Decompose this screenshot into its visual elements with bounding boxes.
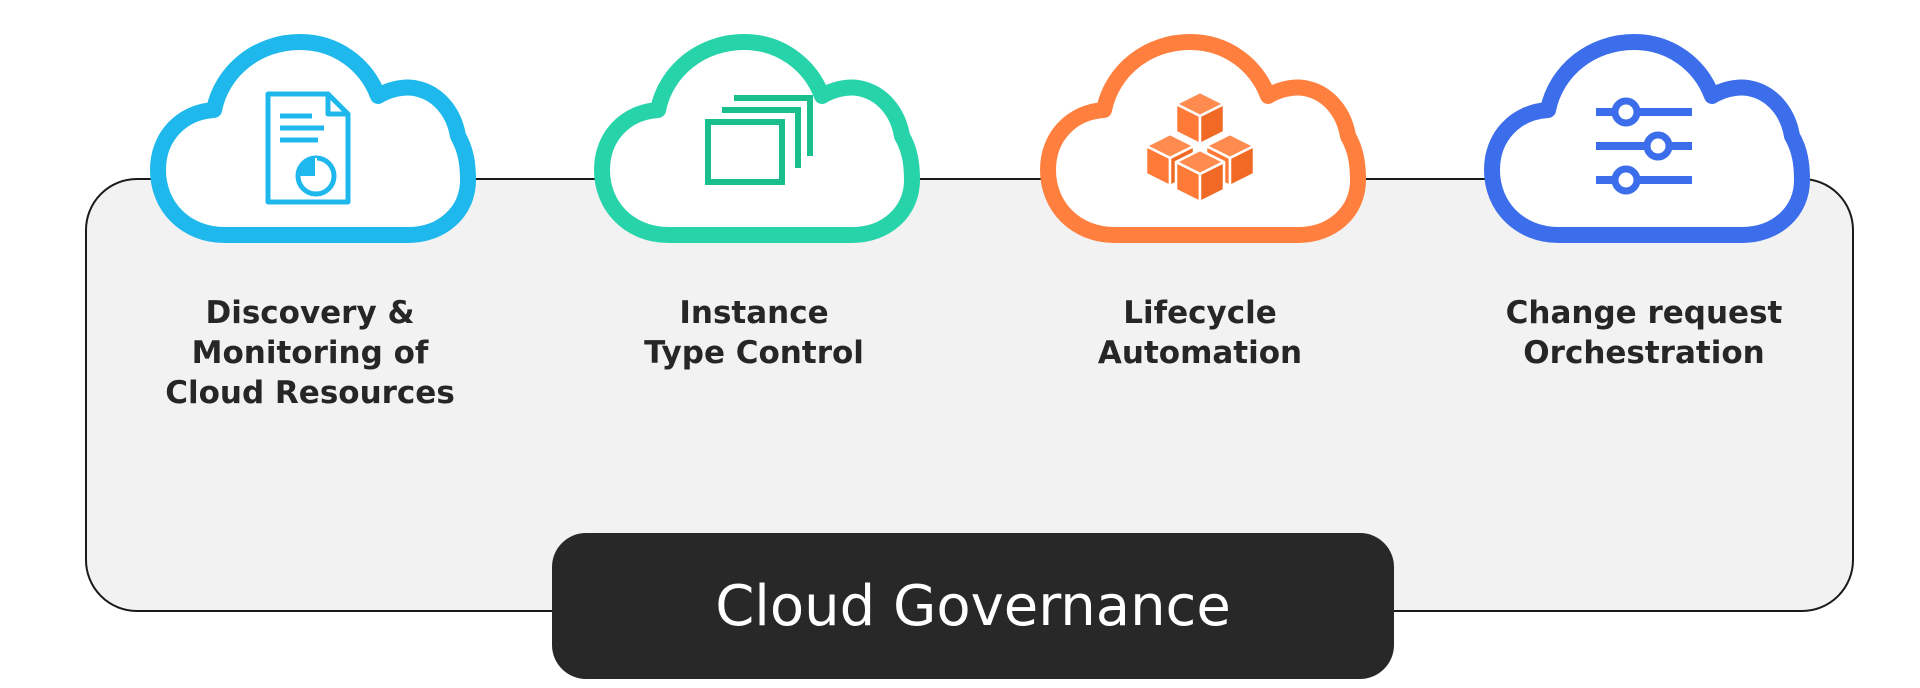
title-banner: Cloud Governance (552, 533, 1394, 679)
cloud-shape (140, 28, 480, 253)
item-label: Discovery & Monitoring of Cloud Resource… (165, 295, 455, 411)
diagram-title: Cloud Governance (715, 573, 1231, 639)
stacked-windows-icon (694, 88, 814, 208)
document-report-icon (250, 88, 370, 208)
cloud-shape (1474, 28, 1814, 253)
sliders-icon (1584, 88, 1704, 208)
item-label: Change request Orchestration (1505, 295, 1783, 371)
cubes-icon (1140, 88, 1260, 208)
cloud-shape (1030, 28, 1370, 253)
item-label: Instance Type Control (644, 295, 864, 371)
cloud-shape (584, 28, 924, 253)
item-label: Lifecycle Automation (1097, 295, 1303, 371)
